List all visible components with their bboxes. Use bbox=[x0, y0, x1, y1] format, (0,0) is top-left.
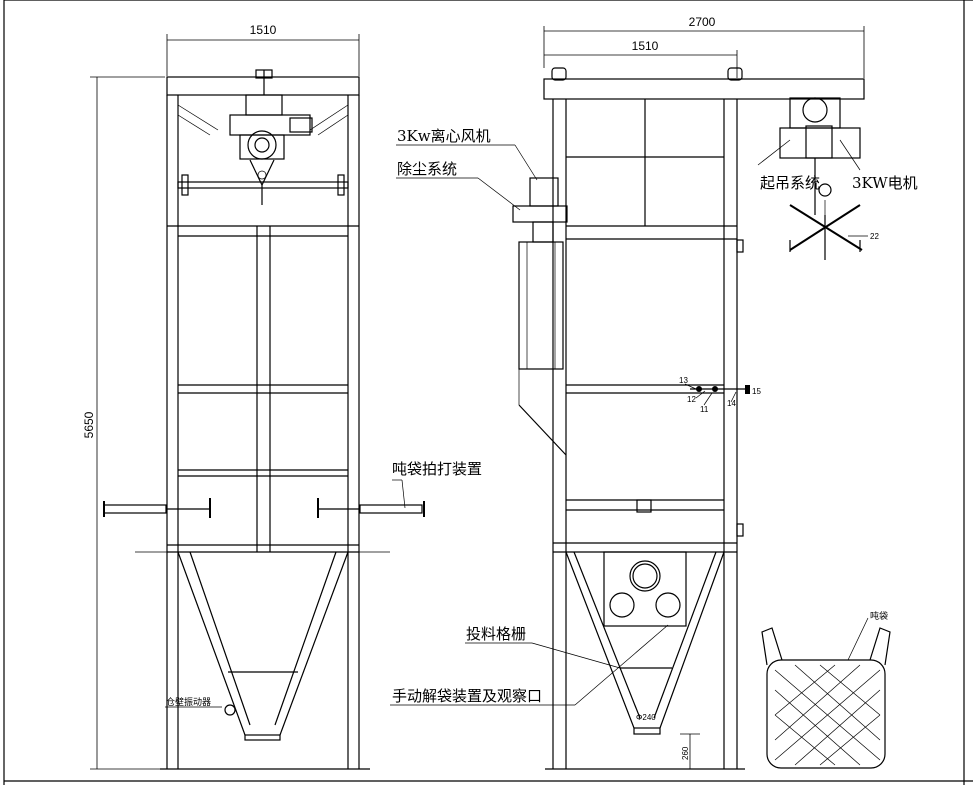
right-hopper bbox=[565, 551, 725, 735]
dust-removal-label: 除尘系统 bbox=[397, 160, 457, 178]
ton-bag bbox=[761, 617, 891, 769]
hoist-system-label: 起吊系统 bbox=[760, 174, 820, 192]
level-bar bbox=[684, 383, 750, 406]
feed-grate-label: 投料格栅 bbox=[466, 625, 526, 643]
part-number-14: 14 bbox=[727, 399, 736, 408]
motor-label: 3KW电机 bbox=[852, 174, 918, 192]
right-total-width-dim: 2700 bbox=[689, 15, 716, 29]
manual-unbag-label: 手动解袋装置及观察口 bbox=[392, 687, 542, 705]
leader-lines bbox=[165, 139, 861, 708]
left-front-view bbox=[103, 69, 425, 770]
right-dimensions: 2700 1510 260 Φ240 bbox=[543, 15, 865, 769]
right-hoist bbox=[779, 97, 861, 215]
ton-bag-label: 吨袋 bbox=[870, 610, 888, 622]
fan-and-dust-filter bbox=[512, 177, 568, 456]
drawing-frame bbox=[3, 0, 973, 785]
part-number-22: 22 bbox=[870, 232, 879, 241]
right-side-view bbox=[512, 67, 868, 770]
outlet-dim: Φ240 bbox=[636, 713, 656, 722]
right-bag-beater bbox=[317, 498, 425, 518]
left-width-dim: 1510 bbox=[250, 23, 277, 37]
leg-height-dim: 260 bbox=[681, 746, 690, 760]
part-number-12: 12 bbox=[687, 395, 696, 404]
lifting-spreader bbox=[789, 200, 868, 260]
part-number-11: 11 bbox=[700, 405, 709, 414]
right-width-dim: 1510 bbox=[632, 39, 659, 53]
left-hoist-mechanism bbox=[229, 69, 313, 205]
left-bag-beater bbox=[103, 498, 211, 518]
part-number-15: 15 bbox=[752, 387, 761, 396]
part-number-13: 13 bbox=[679, 376, 688, 385]
left-hopper bbox=[177, 551, 349, 741]
left-dimensions: 1510 5650 bbox=[82, 23, 360, 770]
fan-label: 3Kw离心风机 bbox=[397, 127, 491, 145]
bin-vibrator-label: 仓壁振动器 bbox=[166, 696, 211, 708]
bag-beater-label: 吨袋拍打装置 bbox=[392, 460, 482, 478]
height-dim: 5650 bbox=[82, 411, 96, 438]
